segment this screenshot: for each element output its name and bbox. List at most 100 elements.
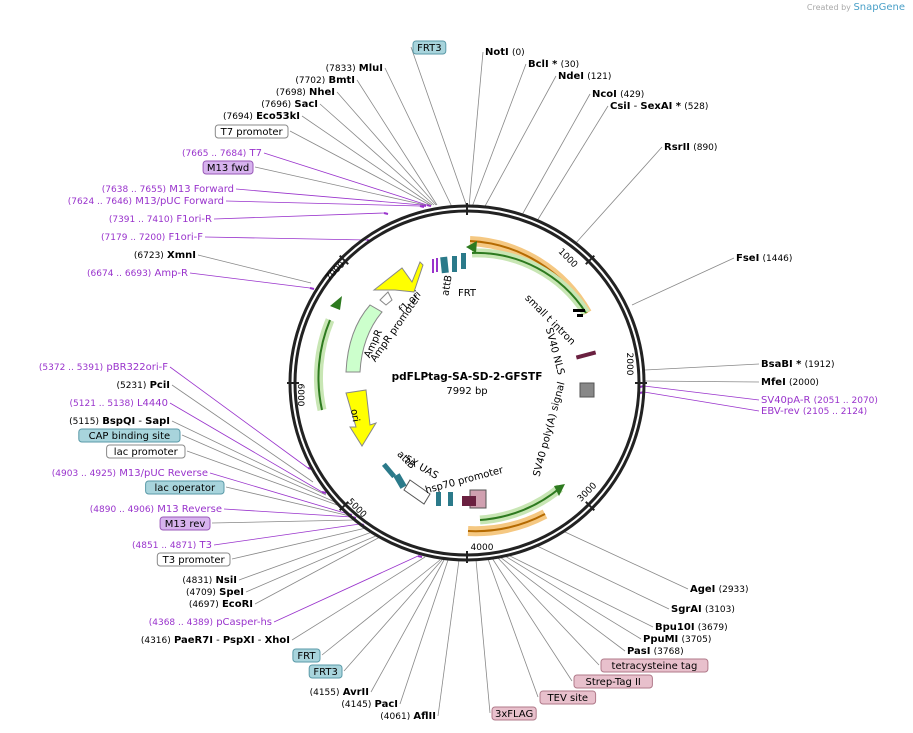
tick-label: 6000 bbox=[295, 384, 305, 407]
primer-name: F1ori-F bbox=[169, 232, 204, 243]
primer-site-mark bbox=[383, 212, 389, 215]
primer-name: EBV-rev bbox=[761, 406, 800, 417]
enzyme-name: XmnI bbox=[167, 250, 196, 261]
label-l4440: (5121 .. 5138) L4440 bbox=[70, 398, 169, 409]
primer-label: EBV-rev (2105 .. 2124) bbox=[761, 406, 867, 417]
site-position: (4155) bbox=[310, 688, 340, 698]
enzyme-label: NcoI (429) bbox=[592, 89, 644, 100]
connector-line bbox=[564, 531, 689, 590]
feature-box-text: M13 fwd bbox=[207, 163, 249, 174]
enzyme-name: PasI bbox=[627, 646, 650, 657]
label-f1ori-r: (7391 .. 7410) F1ori-R bbox=[109, 214, 212, 225]
enzyme-label: MfeI (2000) bbox=[761, 377, 819, 388]
orange-arrow-bottom-line bbox=[467, 513, 546, 533]
enzyme-label: BclI * (30) bbox=[528, 59, 579, 70]
site-position: (7702) bbox=[295, 76, 325, 86]
connector-line bbox=[197, 254, 312, 284]
primer-name: Amp-R bbox=[155, 268, 189, 279]
site-position: (7665 .. 7684) bbox=[182, 149, 246, 159]
site-position: (2051 .. 2070) bbox=[814, 396, 878, 406]
site-position: (4061) bbox=[380, 712, 410, 722]
enzyme-label: (6723) XmnI bbox=[134, 250, 196, 261]
frt-top-parts bbox=[432, 253, 466, 274]
primer-site-mark bbox=[419, 205, 425, 208]
primer-site-mark bbox=[321, 491, 327, 494]
site-position: (4851 .. 4871) bbox=[132, 541, 196, 551]
primer-site-mark bbox=[426, 204, 432, 207]
feature-box-text: TEV site bbox=[547, 693, 589, 704]
feature-box-text: CAP binding site bbox=[89, 431, 171, 442]
feature-box-text: lac operator bbox=[155, 483, 216, 494]
green-arrow-left-line bbox=[317, 319, 331, 411]
site-position: (4145) bbox=[341, 700, 371, 710]
label-csii: CsiI - SexAI * (528) bbox=[610, 101, 708, 112]
feature-box-text: FRT3 bbox=[417, 43, 441, 54]
green-arrow-bottom-line bbox=[479, 487, 561, 521]
connector-line bbox=[336, 91, 437, 206]
enzyme-label: Bpu10I (3679) bbox=[655, 622, 728, 633]
primer-label: (7638 .. 7655) M13 Forward bbox=[102, 184, 234, 195]
feature-box bbox=[308, 664, 343, 679]
connector-line bbox=[319, 103, 435, 206]
primer-site-mark bbox=[417, 555, 423, 558]
label-noti: NotI (0) bbox=[485, 47, 525, 58]
label-rsrii: RsrII (890) bbox=[664, 142, 717, 153]
label-f1ori-f: (7179 .. 7200) F1ori-F bbox=[101, 232, 203, 243]
feature-box bbox=[214, 124, 289, 139]
connector-line bbox=[521, 93, 591, 216]
enzyme-label: FseI (1446) bbox=[736, 253, 792, 264]
site-position: (6723) bbox=[134, 251, 164, 261]
primer-label: (7179 .. 7200) F1ori-F bbox=[101, 232, 203, 243]
primer-name: L4440 bbox=[137, 398, 168, 409]
site-position: (4697) bbox=[189, 600, 219, 610]
ori-arrow bbox=[345, 389, 378, 447]
site-position: (4368 .. 4389) bbox=[149, 618, 213, 628]
enzyme-label: (5231) PciI bbox=[116, 380, 170, 391]
tick-label: 4000 bbox=[471, 543, 494, 553]
primer-label: (5121 .. 5138) L4440 bbox=[70, 398, 169, 409]
label-m13pucrev: (4903 .. 4925) M13/pUC Reverse bbox=[52, 468, 208, 479]
site-position: (121) bbox=[587, 72, 611, 82]
label-spei: (4709) SpeI bbox=[186, 587, 244, 598]
site-position: (6674 .. 6693) bbox=[87, 269, 151, 279]
connector-line bbox=[291, 556, 426, 641]
enzyme-name: AgeI bbox=[690, 584, 715, 595]
connector-line bbox=[204, 236, 368, 241]
feature-box bbox=[600, 658, 709, 673]
label-pcasper: (4368 .. 4389) pCasper-hs bbox=[149, 617, 272, 628]
enzyme-name: SexAI * bbox=[640, 101, 681, 112]
feature-label-attb_top: attB bbox=[440, 274, 454, 297]
primer-name: SV40pA-R bbox=[761, 395, 810, 406]
label-m13forward: (7638 .. 7655) M13 Forward bbox=[102, 184, 234, 195]
site-position: (5121 .. 5138) bbox=[70, 399, 134, 409]
label-xmni: (6723) XmnI bbox=[134, 250, 196, 261]
feature-label-ampr_prom: AmpR promoter bbox=[369, 292, 424, 364]
connector-line bbox=[171, 384, 314, 483]
connector-line bbox=[504, 555, 642, 640]
site-position: (7694) bbox=[223, 112, 253, 122]
enzyme-label: NdeI (121) bbox=[558, 71, 611, 82]
label-tev: TEV site bbox=[539, 690, 597, 705]
label-ecori: (4697) EcoRI bbox=[189, 599, 253, 610]
enzyme-name: NheI bbox=[309, 87, 335, 98]
enzyme-name: SapI bbox=[145, 416, 170, 427]
label-nsii: (4831) NsiI bbox=[182, 575, 237, 586]
connector-line bbox=[644, 363, 760, 371]
label-lacop: lac operator bbox=[145, 480, 225, 495]
enzyme-name: PciI bbox=[150, 380, 170, 391]
enzyme-name: BclI * bbox=[528, 59, 558, 70]
label-ndei: NdeI (121) bbox=[558, 71, 611, 82]
connector-line bbox=[213, 523, 361, 546]
feature-box bbox=[491, 706, 537, 721]
primer-name: M13/pUC Reverse bbox=[119, 468, 208, 479]
enzyme-name: PaeR7I bbox=[174, 635, 213, 646]
feature-box bbox=[145, 480, 225, 495]
connector-line bbox=[231, 527, 367, 560]
connector-line bbox=[491, 557, 573, 682]
green-arrow-bottom-head bbox=[554, 484, 565, 496]
primer-name: F1ori-R bbox=[176, 214, 212, 225]
site-position: (7696) bbox=[261, 100, 291, 110]
primer-name: M13 Reverse bbox=[157, 504, 222, 515]
feature-box-text: lac promoter bbox=[114, 447, 179, 458]
snapgene-logo: SnapGene bbox=[853, 2, 905, 13]
